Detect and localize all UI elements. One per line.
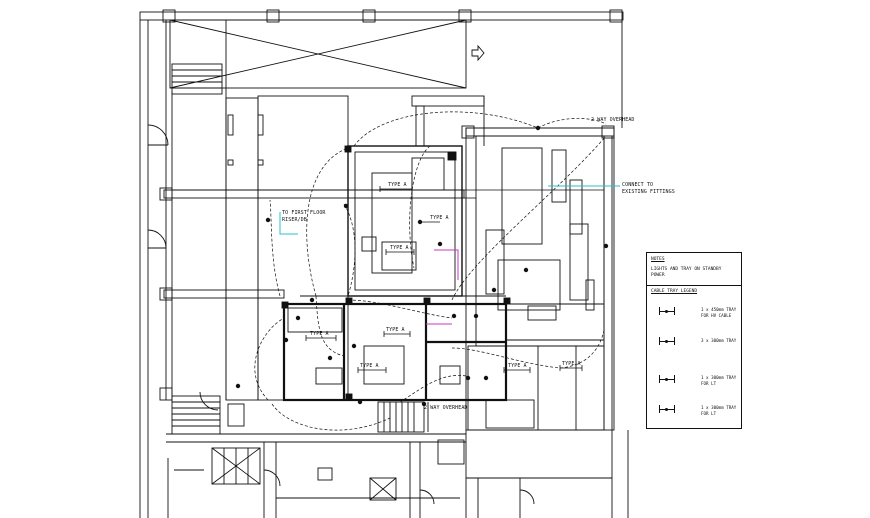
legend-item-3-line2: FOR LT xyxy=(701,381,717,386)
label-type-a: TYPE A xyxy=(562,361,581,367)
tray-symbol-icon xyxy=(659,337,675,345)
label-type-a: TYPE A xyxy=(390,245,409,251)
central-room xyxy=(257,95,349,401)
cable-tray-title: CABLE TRAY LEGEND xyxy=(651,289,698,294)
label-2-way-overhead-top: 2 WAY OVERHEAD xyxy=(591,117,635,123)
room-upper-middle xyxy=(347,145,463,297)
room-lower-middle xyxy=(282,302,508,402)
label-type-a: TYPE A xyxy=(386,327,405,333)
tray-symbol-icon xyxy=(659,307,675,315)
note-1-line1: LIGHTS AND TRAY ON STANDBY xyxy=(651,267,722,272)
label-type-a: TYPE A xyxy=(508,363,527,369)
legend-item-1-line2: FOR HV CABLE xyxy=(701,313,732,318)
legend-item-1-line1: 1 x 450mm TRAY xyxy=(701,307,737,312)
top-beam xyxy=(139,11,624,21)
notes-title: NOTES xyxy=(651,257,665,262)
legend-item-4-line2: FOR LT xyxy=(701,411,717,416)
label-type-a: TYPE A xyxy=(430,215,449,221)
right-building xyxy=(465,127,615,431)
label-connect-existing-2: EXISTING FITTINGS xyxy=(622,189,675,195)
label-to-first-floor-1: TO FIRST FLOOR xyxy=(282,210,326,216)
legend-item-4-line1: 1 x 300mm TRAY xyxy=(701,405,737,410)
legend-item-3-line1: 1 x 300mm TRAY xyxy=(701,375,737,380)
void-area xyxy=(169,19,467,89)
note-1-line2: POWER xyxy=(651,273,665,278)
label-connect-existing-1: CONNECT TO xyxy=(622,182,654,188)
cyan-leader-left xyxy=(279,212,298,235)
label-type-a: TYPE A xyxy=(360,363,379,369)
label-2-way-overhead-bottom: 2 WAY OVERHEAD xyxy=(424,405,468,411)
label-type-a: TYPE A xyxy=(310,331,329,337)
label-type-a: TYPE A xyxy=(388,182,407,188)
legend-item-2-line1: 3 x 300mm TRAY xyxy=(701,338,737,343)
magenta-feed-upper xyxy=(434,249,459,280)
legend-divider xyxy=(647,285,741,286)
label-to-first-floor-2: RISER/DB xyxy=(282,217,307,223)
tray-symbol-icon xyxy=(659,375,675,383)
legend-box: NOTES LIGHTS AND TRAY ON STANDBY POWER C… xyxy=(646,252,742,429)
tray-symbol-icon xyxy=(659,405,675,413)
stair-top-left xyxy=(171,63,223,95)
